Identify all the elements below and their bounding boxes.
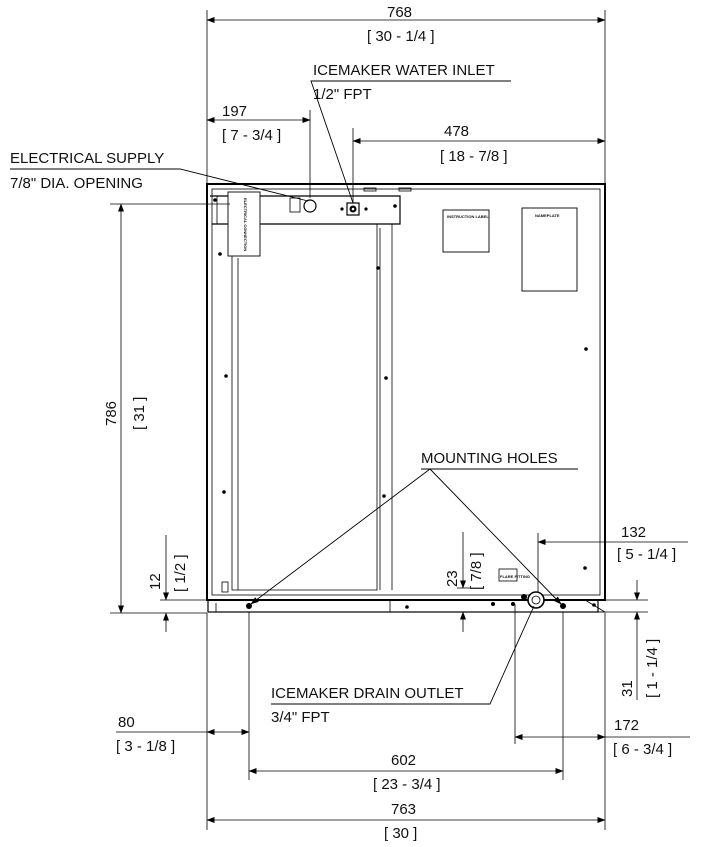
electrical-connection-text: ELECTRICAL CONNECTION <box>243 198 248 251</box>
dim-hole-right: 172 [ 6 - 3/4 ] <box>514 604 690 758</box>
dim-water-offset: 478 [ 18 - 7/8 ] <box>352 123 606 203</box>
instruction-label-text: INSTRUCTION LABEL <box>447 214 489 219</box>
mounting-holes-callout: MOUNTING HOLES <box>250 450 578 605</box>
dim-18-7-8: [ 18 - 7/8 ] <box>440 148 508 165</box>
mounting-holes-text: MOUNTING HOLES <box>421 450 558 467</box>
dim-6-3-4: [ 6 - 3/4 ] <box>613 741 672 758</box>
dim-768: 768 <box>387 4 412 21</box>
dim-overall-top: 768 [ 30 - 1/4 ] <box>206 4 606 184</box>
drain-sub: 3/4" FPT <box>271 709 330 726</box>
dim-478: 478 <box>444 123 469 140</box>
nameplate: NAMEPLATE <box>521 207 578 292</box>
dim-31-foot: 31 <box>619 680 636 697</box>
dim-base-mid: 23 [ 7/8 ] <box>444 532 485 632</box>
dim-172: 172 <box>614 717 639 734</box>
dim-786: 786 <box>103 401 120 426</box>
screws <box>213 198 596 609</box>
dim-12: 12 <box>147 573 164 590</box>
dim-602: 602 <box>391 752 416 769</box>
water-inlet-title: ICEMAKER WATER INLET <box>313 62 495 79</box>
dim-height: 786 [ 31 ] <box>103 203 230 614</box>
drain-outlet <box>521 591 545 609</box>
electrical-title: ELECTRICAL SUPPLY <box>10 150 164 167</box>
dim-31: [ 31 ] <box>131 397 148 430</box>
flare-fitting-text: FLARE FITTING <box>500 574 530 579</box>
electrical-supply-callout: ELECTRICAL SUPPLY 7/8" DIA. OPENING <box>10 150 309 202</box>
flare-fitting-label: FLARE FITTING <box>498 568 530 582</box>
dim-1-2: [ 1/2 ] <box>172 554 189 592</box>
water-inlet-sub: 1/2" FPT <box>313 86 372 103</box>
electrical-opening <box>303 199 317 213</box>
dim-5-1-4: [ 5 - 1/4 ] <box>617 546 676 563</box>
dim-30: [ 30 ] <box>384 825 417 842</box>
dim-23: 23 <box>444 570 461 587</box>
dim-197: 197 <box>222 103 247 120</box>
dim-base-left: 12 [ 1/2 ] <box>147 535 207 632</box>
dim-overall-bottom: 763 [ 30 ] <box>206 613 606 842</box>
drain-outlet-callout: ICEMAKER DRAIN OUTLET 3/4" FPT <box>271 605 535 726</box>
dim-30-1-4: [ 30 - 1/4 ] <box>367 28 435 45</box>
dim-3-1-8: [ 3 - 1/8 ] <box>116 738 175 755</box>
dim-1-1-4: [ 1 - 1/4 ] <box>644 639 661 698</box>
instruction-label: INSTRUCTION LABEL <box>442 209 490 253</box>
electrical-connection-label: ELECTRICAL CONNECTION <box>227 191 261 257</box>
dim-80: 80 <box>118 714 135 731</box>
dim-7-3-4: [ 7 - 3/4 ] <box>222 127 281 144</box>
service-panel <box>221 223 393 593</box>
dim-foot: 31 [ 1 - 1/4 ] <box>598 580 661 700</box>
nameplate-text: NAMEPLATE <box>535 213 560 218</box>
dim-7-8: [ 7/8 ] <box>468 552 485 590</box>
water-inlet-callout: ICEMAKER WATER INLET 1/2" FPT <box>310 62 511 204</box>
dim-hole-span: 602 [ 23 - 3/4 ] <box>248 612 564 793</box>
drain-title: ICEMAKER DRAIN OUTLET <box>271 685 464 702</box>
dim-hole-left: 80 [ 3 - 1/8 ] <box>116 612 250 780</box>
dim-132: 132 <box>621 524 646 541</box>
electrical-sub: 7/8" DIA. OPENING <box>10 175 143 192</box>
dim-763: 763 <box>391 801 416 818</box>
dim-drain-offset: 132 [ 5 - 1/4 ] <box>537 524 688 592</box>
water-inlet-fitting <box>346 202 360 216</box>
dim-23-3-4: [ 23 - 3/4 ] <box>373 776 441 793</box>
dim-electrical-offset: 197 [ 7 - 3/4 ] <box>206 103 311 198</box>
